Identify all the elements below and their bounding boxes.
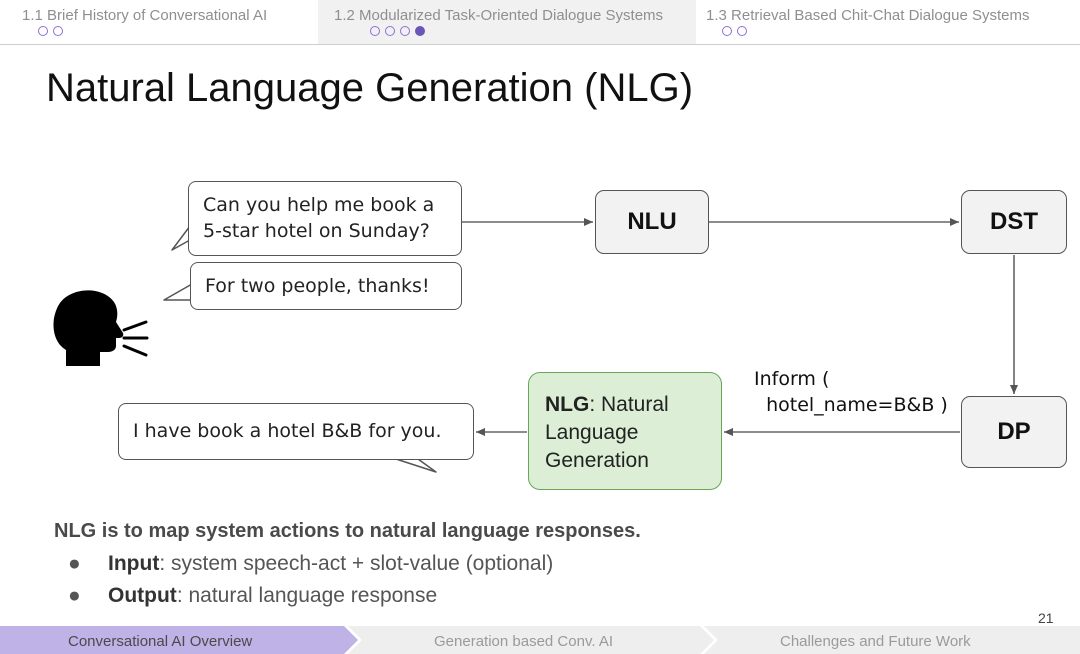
nav-section-1-3[interactable]: 1.3 Retrieval Based Chit-Chat Dialogue S… — [696, 0, 1080, 44]
bubble-text-line: 5-star hotel on Sunday? — [203, 220, 430, 242]
nav-section-1-2[interactable]: 1.2 Modularized Task-Oriented Dialogue S… — [318, 0, 696, 44]
bottom-nav-label: Challenges and Future Work — [780, 633, 971, 650]
bottom-nav-label: Generation based Conv. AI — [434, 633, 613, 650]
summary-heading: NLG is to map system actions to natural … — [54, 520, 641, 542]
bubble-text: For two people, thanks! — [205, 275, 430, 297]
nav-section-label: 1.2 Modularized Task-Oriented Dialogue S… — [334, 7, 664, 24]
progress-dot-current[interactable] — [415, 26, 425, 36]
bottom-nav-label: Conversational AI Overview — [68, 633, 252, 650]
bullet-text: : system speech-act + slot-value (option… — [159, 552, 554, 575]
dp-module-box: DP — [961, 396, 1067, 468]
top-navigation: 1.1 Brief History of Conversational AI 1… — [0, 0, 1080, 44]
progress-dot[interactable] — [53, 26, 63, 36]
system-response-bubble: I have book a hotel B&B for you. — [118, 403, 474, 460]
bullet-key: Input — [108, 552, 160, 575]
bottom-navigation: Conversational AI Overview Generation ba… — [0, 626, 1080, 654]
user-followup-bubble: For two people, thanks! — [190, 262, 462, 310]
bottom-nav-item-challenges[interactable] — [704, 626, 1080, 654]
bubble-text-line: Can you help me book a — [203, 194, 435, 216]
bubble-text: I have book a hotel B&B for you. — [133, 420, 442, 442]
bottom-nav-item-generation[interactable] — [348, 626, 714, 654]
progress-dot[interactable] — [737, 26, 747, 36]
dst-module-box: DST — [961, 190, 1067, 254]
nav-section-label: 1.1 Brief History of Conversational AI — [22, 7, 268, 24]
nlg-abbrev: NLG — [545, 393, 590, 416]
progress-dots — [722, 26, 747, 36]
nav-section-label: 1.3 Retrieval Based Chit-Chat Dialogue S… — [706, 7, 1030, 24]
bubble-tail — [163, 283, 193, 301]
slide-title: Natural Language Generation (NLG) — [46, 66, 694, 110]
nlu-module-box: NLU — [595, 190, 709, 254]
bottom-nav-item-overview[interactable] — [0, 626, 358, 654]
progress-dots — [370, 26, 425, 36]
progress-dot[interactable] — [722, 26, 732, 36]
bullet-dot-icon: ● — [68, 552, 81, 575]
nlg-label: Language — [545, 421, 639, 444]
progress-dot[interactable] — [400, 26, 410, 36]
page-number: 21 — [1038, 610, 1054, 626]
dialogue-act-line: hotel_name=B&B ) — [754, 394, 948, 416]
nlg-label: Generation — [545, 449, 649, 472]
dialogue-act-label: Inform ( hotel_name=B&B ) — [754, 366, 948, 418]
nlg-module-box: NLG: Natural Language Generation — [528, 372, 722, 490]
bullet-dot-icon: ● — [68, 584, 81, 607]
progress-dot[interactable] — [385, 26, 395, 36]
bullet-item: ● Output: natural language response — [68, 584, 437, 608]
progress-dot[interactable] — [370, 26, 380, 36]
nav-divider — [0, 44, 1080, 45]
user-utterance-bubble: Can you help me book a 5-star hotel on S… — [188, 181, 462, 256]
progress-dot[interactable] — [38, 26, 48, 36]
progress-dots — [38, 26, 63, 36]
bullet-key: Output — [108, 584, 177, 607]
bullet-item: ● Input: system speech-act + slot-value (… — [68, 552, 553, 576]
speaking-head-icon — [53, 290, 149, 366]
nav-section-1-1[interactable]: 1.1 Brief History of Conversational AI — [0, 0, 318, 44]
dialogue-act-line: Inform ( — [754, 368, 830, 390]
bullet-text: : natural language response — [176, 584, 438, 607]
nlg-label: : Natural — [589, 393, 669, 416]
bubble-tail — [395, 458, 437, 473]
